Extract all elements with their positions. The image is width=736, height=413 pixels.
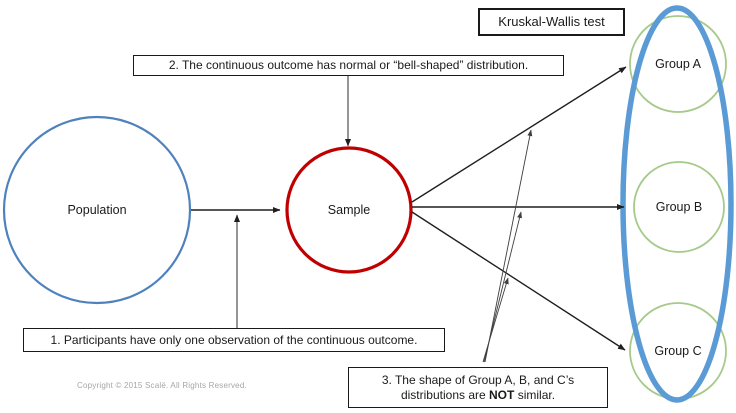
- kruskal-wallis-test-box: Kruskal-Wallis test: [478, 8, 625, 36]
- group-a-label: Group A: [655, 57, 701, 71]
- assumption3-line2-pre: distributions are: [400, 387, 490, 402]
- group-c-label: Group C: [654, 344, 702, 358]
- assumption2-box: 2. The continuous outcome has normal or …: [133, 55, 564, 76]
- assumption3-pointer-to-arrow-c: [482, 277, 509, 363]
- kruskal-wallis-test-label: Kruskal-Wallis test: [498, 13, 605, 29]
- assumption1-text: 1. Participants have only one observatio…: [50, 332, 418, 347]
- assumption3-text-line2: distributions are NOT similar.: [401, 388, 555, 403]
- sample-circle: [285, 146, 413, 274]
- assumption3-pointer-to-arrow-a: [484, 129, 533, 363]
- assumption3-line2-post: similar.: [514, 387, 556, 402]
- group-a-circle: [629, 15, 727, 113]
- arrow-sample-to-group-a: [411, 66, 627, 203]
- population-label: Population: [67, 203, 127, 217]
- arrow-sample-to-group-c: [411, 211, 626, 351]
- assumption3-line2-bold: NOT: [489, 387, 515, 402]
- group-b-circle: [633, 161, 725, 253]
- group-b-label: Group B: [655, 200, 703, 214]
- assumption2-text: 2. The continuous outcome has normal or …: [168, 58, 529, 72]
- assumption3-text-line1: 3. The shape of Group A, B, and C’s: [381, 372, 575, 387]
- sample-label: Sample: [327, 203, 371, 217]
- assumption1-box: 1. Participants have only one observatio…: [23, 328, 445, 352]
- assumption3-box: 3. The shape of Group A, B, and C’s dist…: [348, 367, 608, 408]
- copyright-text: Copyright © 2015 Scalë. All Rights Reser…: [77, 381, 247, 390]
- population-circle: [2, 115, 192, 305]
